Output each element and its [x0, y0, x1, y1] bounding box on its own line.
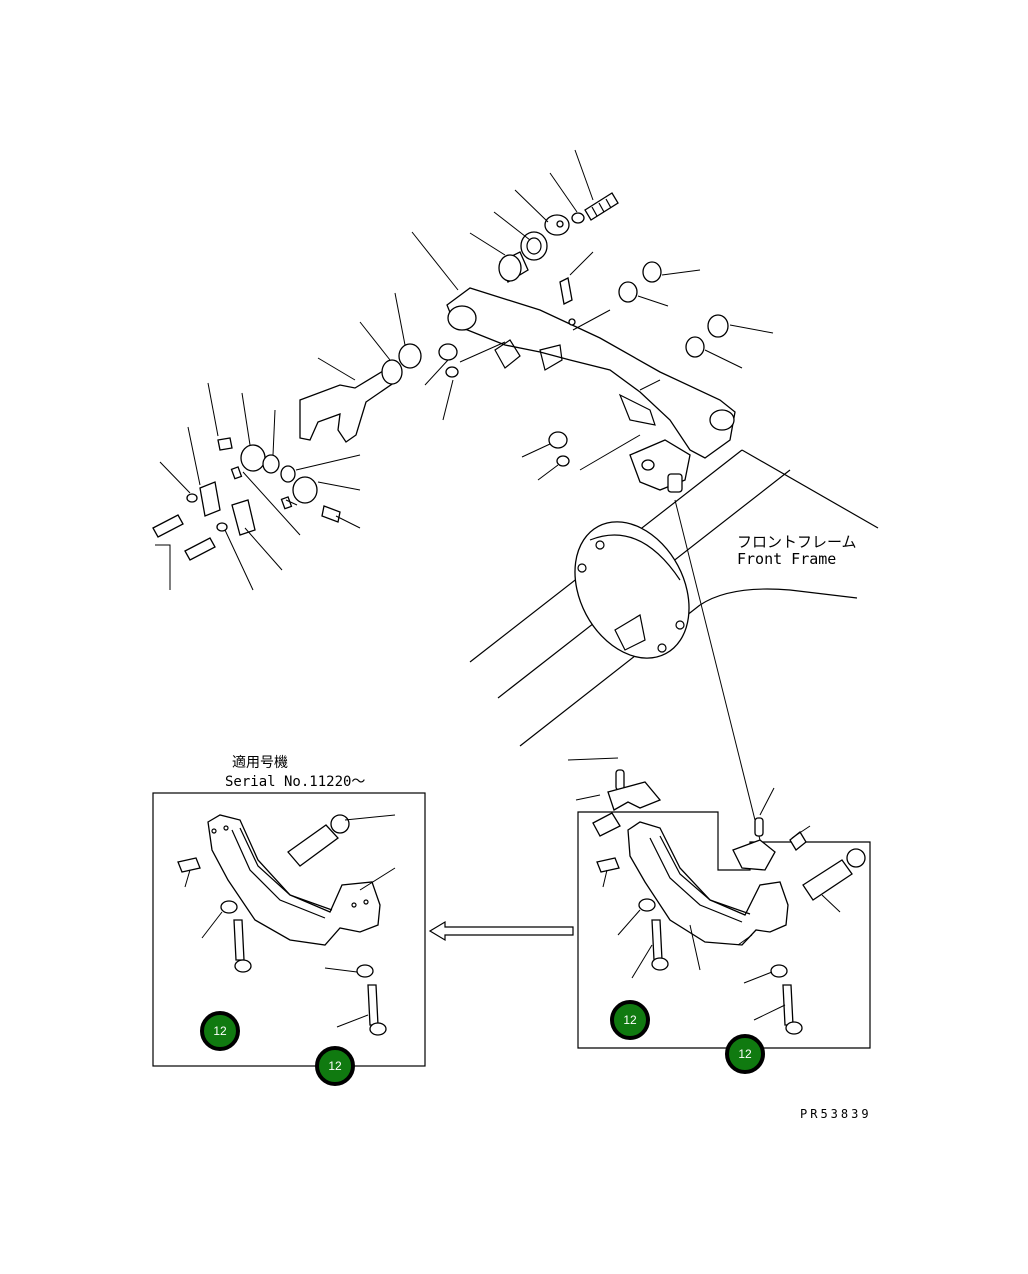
steering-arm — [446, 287, 736, 459]
svg-text:12: 12 — [213, 1024, 227, 1038]
leader-lines-upper — [155, 149, 774, 591]
inset-right-frame — [577, 811, 871, 1049]
bolt-upper — [571, 192, 619, 224]
nut-2 — [548, 431, 568, 449]
nut-1 — [438, 343, 458, 361]
front-frame-label-en: Front Frame — [737, 550, 836, 568]
rod-end-right — [802, 859, 853, 901]
washer-2 — [556, 455, 570, 467]
applicable-label: 適用号機 — [232, 754, 288, 771]
lever-left — [207, 814, 381, 946]
inset-right — [567, 757, 871, 1049]
callout-right-2[interactable]: 12 — [725, 1034, 765, 1074]
front-frame — [469, 449, 879, 747]
drawing-number: PR53839 — [800, 1107, 872, 1121]
cap-right — [231, 499, 256, 536]
grease-fitting-left — [217, 437, 233, 451]
bushing-3 — [618, 281, 638, 303]
cap-left — [199, 481, 221, 517]
bolt-left-2 — [184, 537, 216, 561]
direction-arrow — [428, 920, 574, 942]
lever-right — [627, 821, 789, 946]
clip-plate — [607, 781, 662, 811]
svg-text:12: 12 — [328, 1059, 342, 1073]
inset-left — [152, 792, 426, 1067]
bolt-inset-left-2 — [367, 984, 379, 1026]
bushing-5 — [685, 336, 705, 358]
bearing-upper — [520, 231, 548, 261]
rod-end-left — [287, 824, 339, 867]
bolt-inset-right-1 — [651, 919, 663, 961]
bearing-set-left — [240, 444, 318, 504]
svg-text:12: 12 — [738, 1047, 752, 1061]
bushing-4 — [707, 314, 729, 338]
bolt-left-1 — [152, 514, 184, 538]
grease-fitting-right — [321, 505, 341, 523]
callout-left-2[interactable]: 12 — [315, 1046, 355, 1086]
upper-assembly — [152, 149, 879, 841]
grease-fitting-upper — [559, 277, 576, 326]
yoke-shaft — [299, 343, 422, 443]
inset-left-frame — [152, 792, 426, 1067]
callout-left-1[interactable]: 12 — [200, 1011, 240, 1051]
callout-right-1[interactable]: 12 — [610, 1000, 650, 1040]
bushing-2 — [642, 261, 662, 283]
front-frame-label-jp: フロントフレーム — [737, 533, 857, 551]
bolt-inset-left-1 — [233, 919, 245, 961]
bracket-right — [732, 839, 776, 871]
svg-text:12: 12 — [623, 1013, 637, 1027]
serial-label: Serial No.11220～ — [225, 774, 365, 790]
washer-1 — [445, 366, 459, 378]
